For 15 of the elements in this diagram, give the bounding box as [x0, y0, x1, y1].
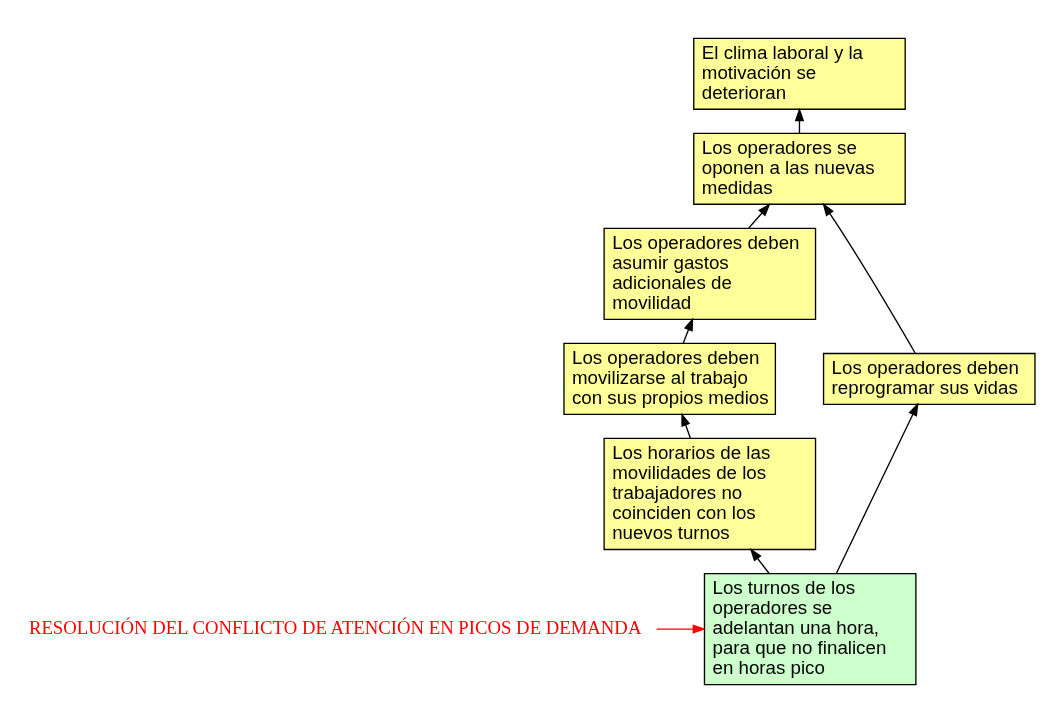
node-text: RESOLUCIÓN DEL CONFLICTO DE ATENCIÓN EN PICOS DE DEMANDA	[28, 616, 642, 638]
arrow	[682, 317, 694, 344]
node-box: Los operadores deben movilizarse al trabajo con sus propios medios	[563, 342, 777, 415]
node-box: El clima laboral y la motivación se deterioran	[693, 37, 906, 110]
arrow	[835, 402, 919, 574]
arrow	[822, 202, 916, 354]
node-box: Los turnos de los operadores se adelantan una hora, para que no finalicen en horas pico	[703, 572, 917, 685]
arrow	[681, 412, 692, 439]
node-box: Los operadores deben reprogramar sus vidas	[822, 352, 1036, 405]
node-box: Los horarios de las movilidades de los trabajadores no coinciden con los nuevos turnos	[603, 437, 817, 550]
node-box: Los operadores se oponen a las nuevas medidas	[693, 132, 906, 205]
node-box: Los operadores deben asumir gastos adicionales de movilidad	[603, 227, 817, 320]
arrow	[655, 623, 707, 634]
arrow	[748, 202, 771, 229]
arrow	[749, 547, 770, 574]
